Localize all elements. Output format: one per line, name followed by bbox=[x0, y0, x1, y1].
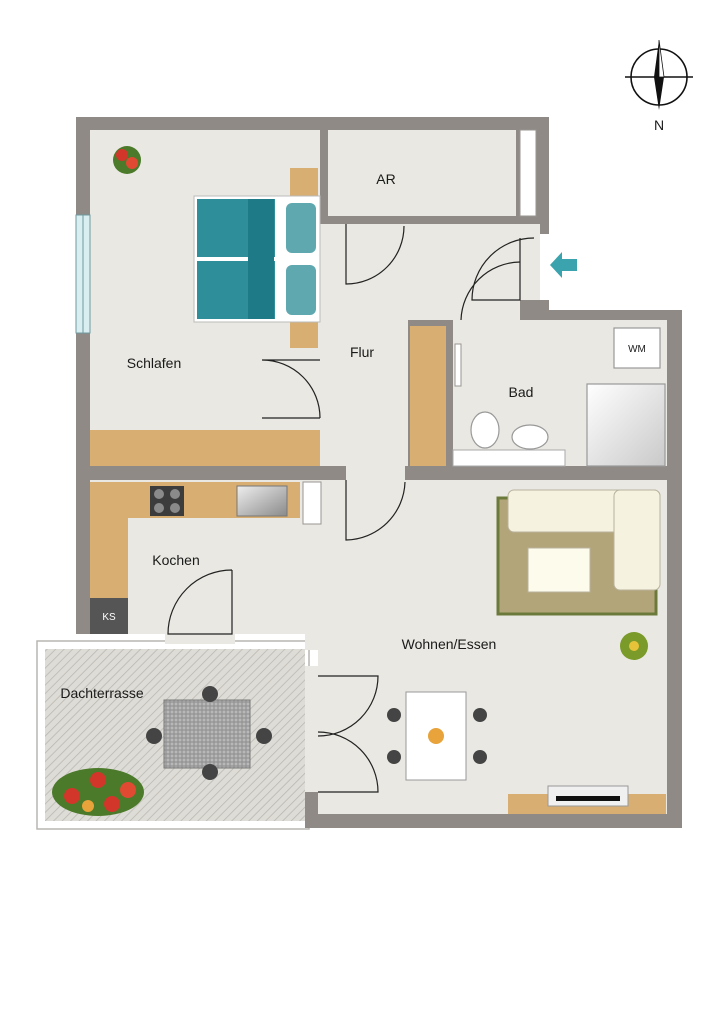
room-label-flur: Flur bbox=[350, 344, 374, 360]
compass-north-label: N bbox=[654, 117, 664, 133]
room-label-wohnen-essen: Wohnen/Essen bbox=[402, 636, 497, 652]
dining-table bbox=[387, 691, 487, 781]
washing-machine-label: WM bbox=[628, 344, 646, 355]
room-label-ar: AR bbox=[376, 171, 395, 187]
room-label-dachterrasse: Dachterrasse bbox=[60, 685, 143, 701]
fridge-label: KS bbox=[102, 612, 116, 623]
compass: N bbox=[625, 39, 693, 133]
plant-icon bbox=[620, 632, 648, 660]
room-label-bad: Bad bbox=[509, 384, 534, 400]
room-label-kochen: Kochen bbox=[152, 552, 199, 568]
wardrobe bbox=[90, 430, 320, 466]
room-labels: AR Schlafen Flur Bad Kochen Wohnen/Essen… bbox=[60, 171, 533, 701]
flower-bed-icon bbox=[52, 768, 144, 816]
sofa bbox=[496, 489, 661, 616]
doors bbox=[167, 224, 535, 793]
kitchen-counter: KS bbox=[90, 482, 300, 634]
entrance-arrow-icon bbox=[550, 252, 577, 278]
bed bbox=[193, 168, 321, 348]
windows bbox=[75, 129, 537, 525]
bathroom-fixtures: WM bbox=[410, 326, 666, 467]
room-label-schlafen: Schlafen bbox=[127, 355, 181, 371]
terrace-table bbox=[146, 686, 272, 780]
tv-sideboard bbox=[508, 785, 666, 814]
plant-icon bbox=[113, 146, 141, 174]
